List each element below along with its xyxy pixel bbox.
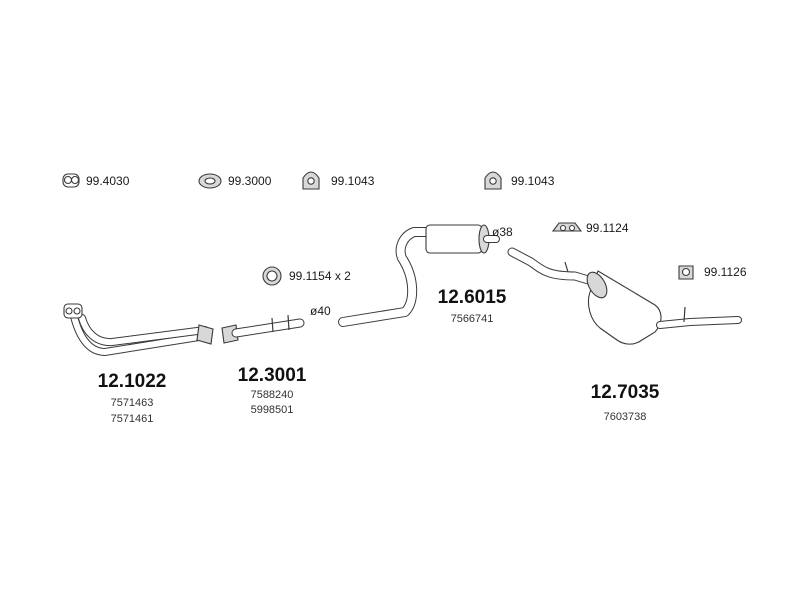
rear-silencer-12-7035 (507, 247, 742, 345)
rubber-hanger-icon (302, 171, 320, 190)
gasket-ring-icon (198, 173, 222, 189)
hardware-ref-label: 99.1043 (511, 174, 555, 188)
part-ref: 7566741 (450, 313, 494, 325)
hardware-ref-label: 99.1124 (586, 221, 629, 235)
part-number: 12.7035 (590, 382, 660, 403)
rubber-hanger-icon (484, 171, 502, 190)
intermediate-pipe-12-3001 (221, 314, 305, 344)
part-number: 12.3001 (237, 365, 307, 386)
part-ref: 7588240 (250, 389, 294, 401)
bracket-mount-icon (551, 222, 583, 232)
part-ref: 7603738 (603, 411, 647, 423)
part-block-12-1022: 12.1022 7571463 7571461 (92, 372, 172, 425)
part-number: 12.1022 (97, 371, 167, 392)
clamp-double-ring-icon (62, 173, 80, 188)
sealing-ring-icon (262, 266, 282, 286)
part-block-12-7035: 12.7035 7603738 (585, 383, 665, 423)
part-ref: 7571463 (110, 397, 154, 409)
hardware-ref-label: 99.1154 x 2 (289, 269, 351, 283)
part-number: 12.6015 (437, 287, 507, 308)
part-block-12-6015: 12.6015 7566741 (432, 288, 512, 325)
part-ref: 7571461 (110, 413, 154, 425)
hardware-ref-label: 99.4030 (86, 174, 130, 188)
part-block-12-3001: 12.3001 7588240 5998501 (232, 366, 312, 416)
hardware-ref-label: 99.1043 (331, 174, 375, 188)
middle-silencer-12-6015 (338, 224, 500, 327)
part-ref: 5998501 (250, 404, 294, 416)
rubber-mount-icon (678, 265, 694, 280)
diameter-label-front: ø40 (310, 304, 331, 318)
diameter-label-middle: ø38 (492, 225, 513, 239)
hardware-ref-label: 99.1126 (704, 265, 747, 279)
hardware-ref-label: 99.3000 (228, 174, 272, 188)
front-downpipe-12-1022 (63, 303, 214, 357)
